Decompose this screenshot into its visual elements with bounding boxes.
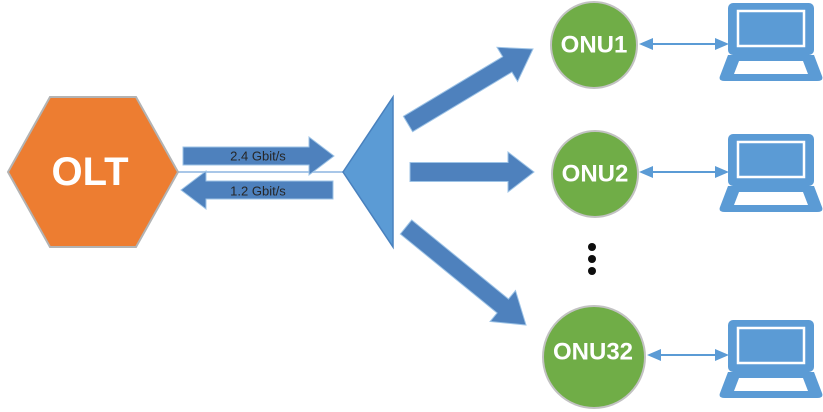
olt-label: OLT	[51, 150, 128, 194]
ellipsis-dot	[588, 243, 596, 251]
onu32-label: ONU32	[553, 339, 633, 366]
onu2-laptop-link	[639, 166, 729, 178]
onu1-label: ONU1	[561, 32, 628, 59]
onu32-laptop-link	[647, 349, 729, 361]
arrowhead-left-icon	[639, 38, 653, 50]
splitter-to-onu32-arrow	[399, 219, 527, 326]
vertical-ellipsis-icon	[588, 243, 596, 275]
arrowhead-right-icon	[715, 166, 729, 178]
onu32-node-shape	[542, 305, 646, 409]
upstream-rate-label: 1.2 Gbit/s	[230, 184, 286, 199]
splitter-triangle-icon	[342, 94, 394, 250]
splitter-to-onu2-arrow	[409, 150, 535, 194]
arrowhead-left-icon	[647, 349, 661, 361]
onu2-node-shape	[551, 130, 639, 218]
ellipsis-dot	[588, 255, 596, 263]
onu1-node-shape	[550, 1, 638, 89]
arrowhead-right-icon	[715, 349, 729, 361]
arrowhead-right-icon	[715, 38, 729, 50]
onu2-label: ONU2	[562, 161, 629, 188]
olt-node-shape	[6, 96, 180, 248]
laptop-icon	[718, 1, 823, 83]
laptop-icon	[718, 318, 823, 400]
ellipsis-dot	[588, 267, 596, 275]
splitter-to-onu1-arrow	[402, 46, 534, 133]
downstream-rate-label: 2.4 Gbit/s	[230, 149, 286, 164]
upstream-arrow	[180, 169, 334, 211]
downstream-arrow	[182, 135, 335, 177]
arrowhead-left-icon	[639, 166, 653, 178]
onu1-laptop-link	[639, 38, 729, 50]
laptop-icon	[718, 132, 823, 214]
